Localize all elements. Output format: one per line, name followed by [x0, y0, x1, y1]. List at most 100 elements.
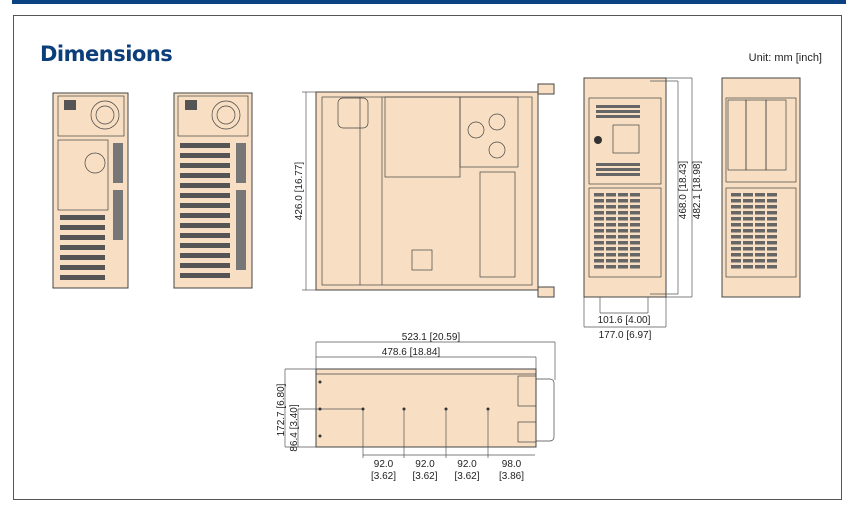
- vent-slot: [731, 229, 741, 233]
- vent-slot: [731, 253, 741, 257]
- vent-slot: [618, 211, 628, 215]
- height-outer-dimension: 482.1 [18.98]: [692, 161, 703, 220]
- depth-dimension: 426.0 [16.77]: [294, 162, 305, 221]
- vent-slot: [755, 223, 765, 227]
- vent-slot: [767, 205, 777, 209]
- vent-slot: [618, 259, 628, 263]
- vent-slot: [743, 205, 753, 209]
- vent-slot: [743, 211, 753, 215]
- vent-slot: [731, 205, 741, 209]
- screw-hole: [361, 407, 365, 411]
- vent-slot: [606, 241, 616, 245]
- vent-slot: [743, 199, 753, 203]
- vent-slot: [767, 193, 777, 197]
- vent-slot: [743, 253, 753, 257]
- vent-slot: [594, 199, 604, 203]
- vent-slot: [606, 253, 616, 257]
- vent-slot: [606, 217, 616, 221]
- vent-slot: [606, 247, 616, 251]
- vent-slot: [618, 247, 628, 251]
- vent-slot: [755, 235, 765, 239]
- vent-slot: [767, 199, 777, 203]
- spacing-mm: 92.0: [457, 459, 477, 470]
- vent-slot: [755, 217, 765, 221]
- vent-slot: [606, 235, 616, 239]
- vent-slot: [767, 265, 777, 269]
- vent-slot: [743, 241, 753, 245]
- screw-hole: [444, 407, 448, 411]
- side-view: 523.1 [20.59] 478.6 [18.84] 172.7 [6.80]…: [276, 332, 556, 482]
- vent-slot: [630, 241, 640, 245]
- vent-slot: [743, 265, 753, 269]
- slot-bracket: [180, 233, 230, 238]
- slot-bracket: [60, 225, 105, 230]
- vent-slot: [594, 223, 604, 227]
- vent-slot: [755, 199, 765, 203]
- vent-slot: [743, 229, 753, 233]
- vent-slot: [755, 205, 765, 209]
- vent-slot: [630, 199, 640, 203]
- spacing-mm: 92.0: [374, 459, 394, 470]
- vent-slot: [594, 235, 604, 239]
- vent-slot: [606, 193, 616, 197]
- height-inner-dimension: 468.0 [18.43]: [678, 161, 689, 220]
- header-band: [12, 0, 846, 4]
- vent-slot: [618, 229, 628, 233]
- vent-slot: [755, 259, 765, 263]
- vent-slot: [743, 247, 753, 251]
- slot-bracket: [180, 253, 230, 258]
- vent-slot: [594, 205, 604, 209]
- slot-bracket: [60, 255, 105, 260]
- vent-slot: [618, 205, 628, 209]
- slot-bracket: [180, 213, 230, 218]
- vent-slot: [731, 241, 741, 245]
- vent-slot: [618, 241, 628, 245]
- vent-slot: [743, 223, 753, 227]
- vent-slot: [596, 110, 640, 113]
- dimensions-panel: [13, 15, 842, 500]
- vent-slot: [606, 229, 616, 233]
- vent-slot: [594, 247, 604, 251]
- vent-slot: [755, 229, 765, 233]
- vent-slot: [767, 253, 777, 257]
- vent-slot: [755, 265, 765, 269]
- unit-label: Unit: mm [inch]: [749, 52, 822, 64]
- spacing-inch: [3.62]: [412, 471, 437, 482]
- slot-bracket: [180, 153, 230, 158]
- vent-slot: [606, 223, 616, 227]
- slot-bracket: [180, 273, 230, 278]
- vent-slot: [630, 247, 640, 251]
- screw-hole: [318, 434, 322, 438]
- vent-slot: [618, 199, 628, 203]
- vent-slot: [606, 205, 616, 209]
- length-total-dimension: 523.1 [20.59]: [402, 332, 461, 343]
- vent-slot: [606, 199, 616, 203]
- vent-slot: [767, 229, 777, 233]
- vent-slot: [767, 247, 777, 251]
- slot-bracket: [180, 163, 230, 168]
- vent-slot: [618, 193, 628, 197]
- slot-bracket: [180, 223, 230, 228]
- slot-bracket: [180, 183, 230, 188]
- vent-slot: [594, 217, 604, 221]
- vent-slot: [731, 259, 741, 263]
- vent-slot: [596, 105, 640, 108]
- vent-slot: [731, 211, 741, 215]
- vent-slot: [596, 163, 640, 166]
- vent-slot: [743, 193, 753, 197]
- vent-slot: [755, 247, 765, 251]
- vent-slot: [731, 235, 741, 239]
- vent-slot: [755, 241, 765, 245]
- vent-slot: [731, 193, 741, 197]
- vent-slot: [767, 217, 777, 221]
- vent-slot: [594, 253, 604, 257]
- page-title: Dimensions: [40, 42, 172, 66]
- vent-slot: [630, 229, 640, 233]
- spacing-inch: [3.62]: [371, 471, 396, 482]
- vent-slot: [618, 253, 628, 257]
- vent-slot: [630, 217, 640, 221]
- vent-slot: [630, 205, 640, 209]
- screw-hole: [318, 380, 322, 384]
- length-body-dimension: 478.6 [18.84]: [382, 347, 441, 358]
- vent-slot: [618, 217, 628, 221]
